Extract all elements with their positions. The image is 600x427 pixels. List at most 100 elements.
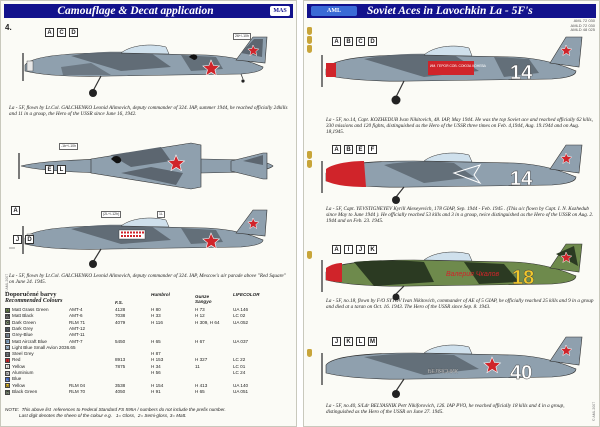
colour-humbrol: H 153	[151, 357, 164, 363]
caption-r4: La - 5F, no.40, S/Ldr BELYASNIK Petr Nik…	[326, 403, 565, 416]
colour-fs: 5450	[115, 338, 126, 344]
marker-e: E	[45, 165, 54, 174]
colour-swatch: B	[5, 313, 10, 319]
color-markers-bottom-2: J D	[13, 235, 34, 244]
colour-life: UA 146	[233, 307, 249, 312]
colour-swatch: L	[5, 376, 10, 382]
marker: M	[368, 337, 377, 346]
colour-life: UA 052	[233, 319, 249, 325]
colour-humbrol: H 65	[151, 338, 161, 344]
aircraft-profile-1	[22, 36, 268, 97]
right-page: AML Soviet Aces in Lavochkin La - 5F's A…	[303, 0, 600, 427]
col-header-fs: F.S.	[115, 300, 123, 305]
medals-2	[307, 151, 321, 169]
colour-name: Dark Grey	[12, 325, 33, 331]
aircraft-profile-belyasnik: БЕЛЯСНИК 40	[321, 336, 583, 398]
colour-fs: 4079	[115, 319, 126, 325]
colour-gunze: H 309, H 64	[195, 319, 220, 325]
colour-code: RLM 70	[69, 388, 86, 394]
color-markers-top: A C D	[45, 28, 78, 37]
left-page-title: Camouflage & Decat application	[57, 5, 214, 17]
colour-life: UA 051	[233, 388, 249, 394]
color-markers-r2: A B E F	[332, 145, 377, 154]
colour-swatch: E	[5, 332, 10, 338]
colour-note-text: NOTE: This above list references to Fede…	[5, 407, 226, 418]
colour-code: AMT-7	[69, 338, 83, 344]
marker: A	[332, 245, 341, 254]
marker: I	[344, 245, 353, 254]
colour-swatch: C	[5, 320, 10, 326]
colour-note: NOTE: This above list references to Fede…	[5, 407, 295, 418]
fuselage-number-3: 18	[512, 267, 534, 289]
publisher-logo: MAS	[270, 6, 290, 16]
marker: D	[368, 37, 377, 46]
colour-swatch: N	[5, 389, 10, 395]
colour-table-title: Doporučené barvy	[5, 291, 57, 298]
marker-d-2: D	[25, 235, 34, 244]
colour-name: Yellow	[12, 363, 26, 369]
colour-code: AMT-6	[69, 313, 83, 319]
colour-swatch: D	[5, 326, 10, 332]
brand-logo: AML	[311, 6, 357, 16]
fuselage-number-1: 14	[510, 62, 533, 84]
fuselage-number-2: 14	[510, 168, 533, 190]
product-code-3: AMLD 48 025	[570, 27, 595, 32]
colour-gunze: H 65	[195, 388, 205, 394]
hero-star-icon	[307, 160, 312, 168]
hero-star-icon	[307, 349, 312, 357]
colour-humbrol: H 56	[151, 370, 161, 375]
fuselage-inscription-3: БЕЛЯСНИК	[428, 369, 459, 375]
color-markers-r1: A B C D	[332, 37, 377, 46]
left-page: Camouflage & Decat application MAS 4. A …	[0, 0, 297, 427]
colour-gunze: 11	[195, 363, 200, 369]
product-code-1: AML 72 030	[573, 18, 595, 23]
medals-3	[307, 251, 321, 260]
colour-gunze: H 327	[195, 357, 208, 363]
marker: F	[368, 145, 377, 154]
colour-life: LC 02	[233, 313, 246, 319]
marker: L	[356, 337, 365, 346]
colour-swatch: G	[5, 345, 10, 351]
colour-fs: 7038	[115, 313, 126, 319]
colour-gunze: H 73	[195, 307, 205, 312]
marker-j: J	[13, 235, 22, 244]
colour-name: Matt Black	[12, 313, 34, 319]
medals-1	[307, 27, 321, 54]
caption-2: La - 5F, flown by Lt.Col. GALCHENKO Leon…	[9, 273, 286, 286]
colour-name: Matt Aircraft Blue	[12, 338, 47, 344]
colour-swatch: F	[5, 339, 10, 345]
caption-1: La - 5F, flown by Lt.Col. GALCHENKO Leon…	[9, 105, 288, 118]
colour-name: Yellow	[12, 382, 26, 388]
marker-l: L	[57, 165, 66, 174]
aircraft-profile-kozhedub: ИМ. ГЕРОЯ СОВ. СОЮЗА КОНЕВА 14	[321, 36, 583, 105]
colour-name: Matt Grass Green	[12, 307, 49, 312]
colour-swatch: I	[5, 358, 10, 364]
colour-code: AMT-4	[69, 307, 83, 312]
marker: K	[368, 245, 377, 254]
right-page-header: AML Soviet Aces in Lavochkin La - 5F's	[307, 4, 596, 18]
color-markers-r4: J K L M	[332, 337, 377, 346]
colour-life: UA 140	[233, 382, 249, 388]
col-header-lifecolor: LIFECOLOR	[233, 292, 260, 297]
colour-gunze: H 67	[195, 338, 205, 344]
product-code-2: AMLD 72 030	[570, 22, 595, 28]
medals-4	[307, 349, 321, 358]
colour-name: Grey-Blue	[12, 332, 33, 338]
copyright-right: © AML 2007	[592, 401, 596, 421]
colour-swatch: K	[5, 370, 10, 376]
caption-r2: La - 5F, Capt. YEVSTIGNEYEV Kyrill Alexe…	[326, 206, 594, 225]
colour-swatch: M	[5, 383, 10, 389]
marker-c: C	[57, 28, 66, 37]
colour-humbrol: H 91	[151, 388, 161, 394]
marker: A	[332, 145, 341, 154]
colour-humbrol: H 33	[151, 313, 161, 319]
colour-humbrol: H 34	[151, 363, 161, 369]
colour-fs: 8913	[115, 357, 126, 363]
